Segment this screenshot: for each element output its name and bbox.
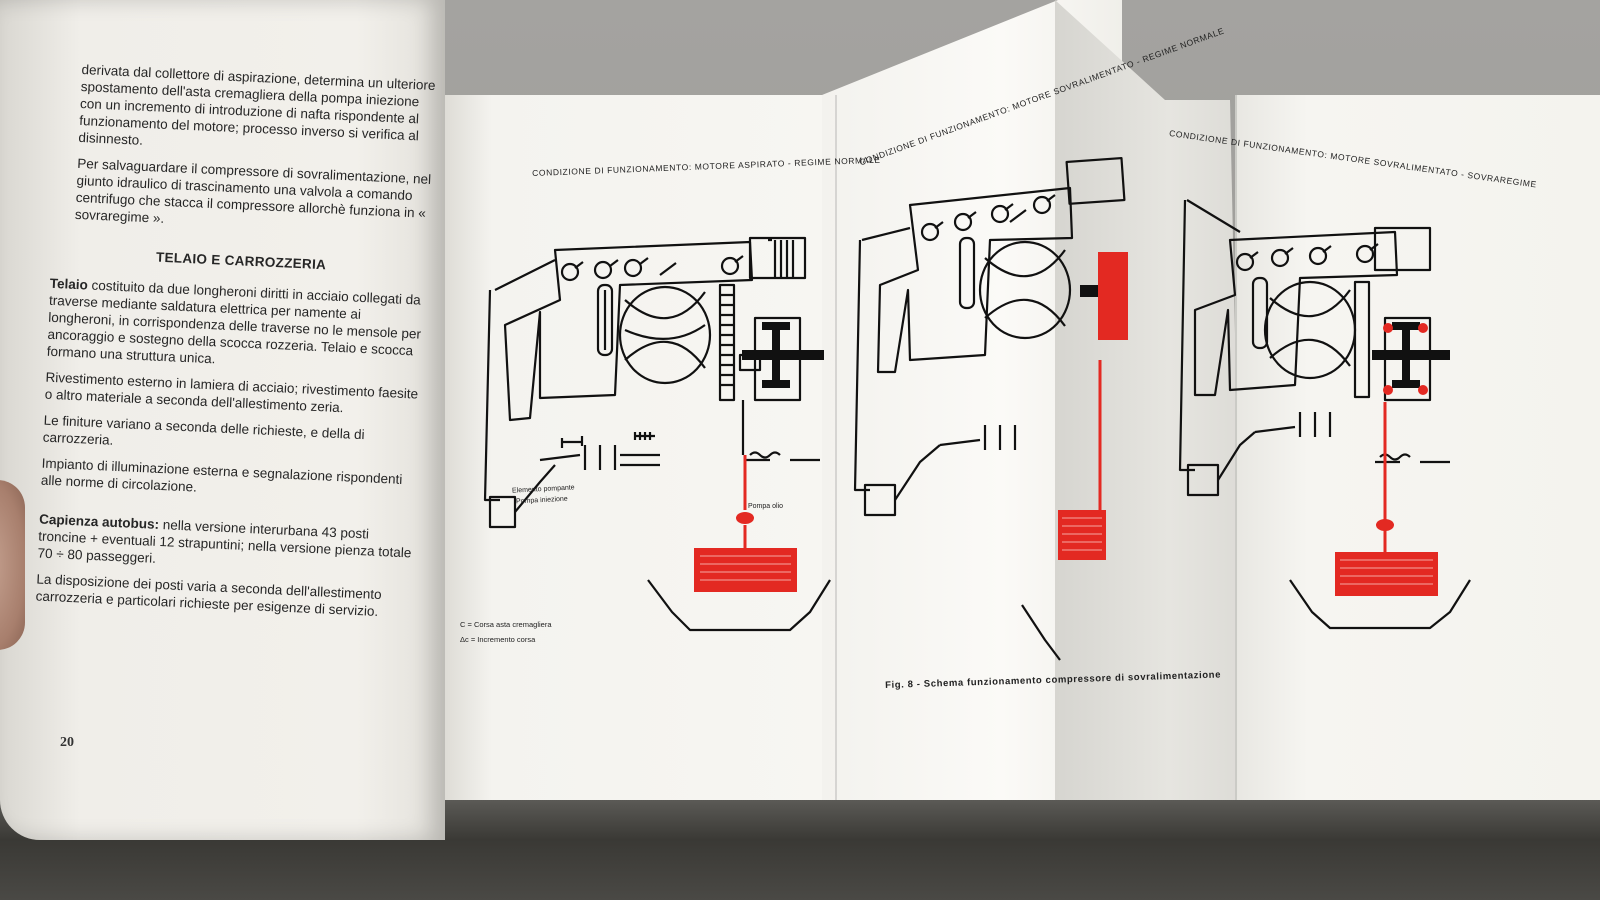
foldout-panel-1 <box>445 95 835 800</box>
legend-incremento: Δc = Incremento corsa <box>460 635 536 644</box>
page-number: 20 <box>60 735 74 750</box>
fold-crease-2 <box>1235 95 1237 800</box>
diagram-3-sovraregime <box>1178 199 1471 630</box>
coupling-shapes <box>742 285 1450 388</box>
fold-crease-1 <box>835 95 837 800</box>
legend-corsa: C = Corsa asta cremagliera <box>460 620 552 629</box>
red-coupling-2 <box>1098 252 1128 340</box>
oil-system-red <box>694 252 1438 596</box>
foldout-panel-4 <box>1235 95 1600 800</box>
label-pompa-olio: Pompa olio <box>748 503 784 510</box>
oil-tank-1 <box>694 548 797 592</box>
coupling-3 <box>1372 322 1450 388</box>
diagram-2-sovralimentato <box>853 156 1126 661</box>
left-page: derivata dal collettore di aspirazione, … <box>0 0 445 840</box>
diagram-1-aspirato <box>483 236 831 632</box>
coupling-1 <box>742 322 824 388</box>
oil-tank-3 <box>1335 552 1438 596</box>
foldout-panel-3 <box>1055 0 1245 800</box>
thumb <box>0 480 25 650</box>
